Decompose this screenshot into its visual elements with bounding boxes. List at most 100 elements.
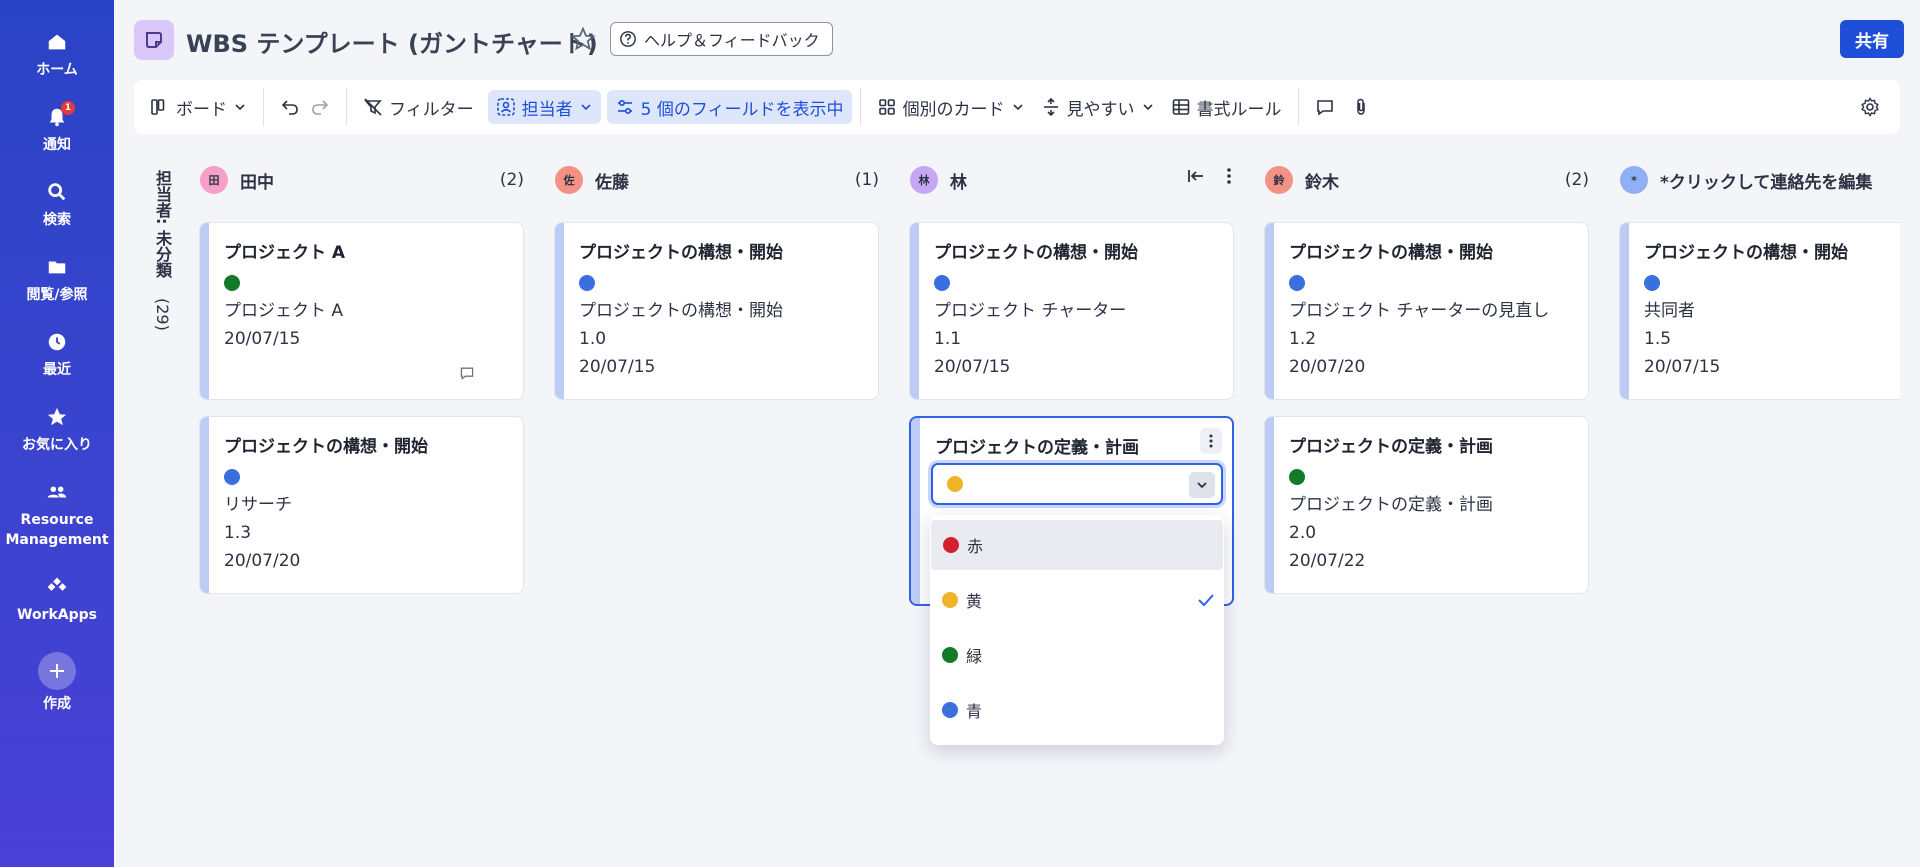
uncategorized-lane[interactable]: 担当者: 未分類 (29) — [148, 170, 174, 330]
favorite-star-button[interactable] — [568, 24, 598, 54]
card[interactable]: プロジェクト A プロジェクト A 20/07/15 — [199, 222, 524, 400]
column-header-hayashi[interactable]: 林 林 — [910, 164, 1234, 196]
status-dot[interactable] — [579, 275, 595, 291]
select-toggle-button[interactable] — [1189, 472, 1215, 498]
sheet-icon — [134, 20, 174, 60]
bell-icon: 1 — [43, 101, 75, 131]
status-dot — [942, 592, 958, 608]
uncategorized-label: 担当者: 未分類 — [153, 170, 172, 278]
board-icon — [150, 97, 170, 117]
star-icon — [43, 403, 71, 431]
card-mode-button[interactable]: 個別のカード — [869, 90, 1033, 124]
chevron-down-icon — [1195, 478, 1209, 492]
status-dot[interactable] — [1289, 275, 1305, 291]
nav-workapps-label: WorkApps — [17, 607, 97, 623]
settings-button[interactable] — [1852, 90, 1888, 124]
format-rules-button[interactable]: 書式ルール — [1163, 90, 1290, 124]
column-header-sato[interactable]: 佐 佐藤 (1) — [555, 164, 879, 196]
clock-icon — [43, 328, 71, 356]
nav-recent[interactable]: 最近 — [0, 328, 114, 380]
fields-label: 5 個のフィールドを表示中 — [640, 99, 844, 120]
share-button[interactable]: 共有 — [1840, 20, 1904, 58]
card[interactable]: プロジェクトの定義・計画 プロジェクトの定義・計画 2.0 20/07/22 — [1264, 416, 1589, 594]
toolbar-divider — [1297, 88, 1299, 126]
status-dot[interactable] — [224, 469, 240, 485]
card-date: 20/07/20 — [1289, 357, 1366, 377]
nav-notifications[interactable]: 1 通知 — [0, 101, 114, 155]
chevron-down-icon — [579, 100, 593, 114]
home-icon — [43, 28, 71, 56]
grid-icon — [877, 97, 897, 117]
card-title: プロジェクトの構想・開始 — [579, 243, 783, 263]
status-option-label: 緑 — [966, 647, 983, 666]
column-header-suzuki[interactable]: 鈴 鈴木 (2) — [1265, 164, 1589, 196]
view-switcher[interactable]: ボード — [142, 90, 255, 124]
comment-icon — [1315, 97, 1335, 117]
avatar: 鈴 — [1265, 166, 1293, 194]
status-dot[interactable] — [934, 275, 950, 291]
card-date: 20/07/15 — [1644, 357, 1721, 377]
sheet-title: WBS テンプレート (ガントチャート) — [186, 30, 598, 58]
table-format-icon — [1171, 97, 1191, 117]
nav-browse-label: 閲覧/参照 — [26, 287, 88, 303]
filter-button[interactable]: フィルター — [355, 90, 482, 124]
card-wbs-number: 2.0 — [1289, 523, 1317, 543]
toolbar: ボード フィルター 担当者 5 個のフィールドを表示中 — [134, 80, 1900, 134]
nav-resource-management[interactable]: Resource Management — [0, 478, 114, 550]
status-option-blue[interactable]: 青 — [930, 685, 1224, 735]
card[interactable]: プロジェクトの構想・開始 プロジェクトの構想・開始 1.0 20/07/15 — [554, 222, 879, 400]
column-name: 佐藤 — [595, 172, 629, 193]
column-header-edit-contact[interactable]: * *クリックして連絡先を編集 — [1620, 164, 1900, 196]
attachments-button[interactable] — [1343, 90, 1379, 124]
group-person-icon — [496, 97, 516, 117]
column-header-tanaka[interactable]: 田 田中 (2) — [200, 164, 524, 196]
nav-home[interactable]: ホーム — [0, 28, 114, 80]
view-label: ボード — [176, 99, 227, 120]
density-button[interactable]: 見やすい — [1033, 90, 1163, 124]
redo-button[interactable] — [308, 90, 338, 124]
sheet-header: WBS テンプレート (ガントチャート) ヘルプ＆フィードバック 共有 — [114, 0, 1920, 78]
selected-status-dot — [947, 476, 963, 492]
card[interactable]: プロジェクトの構想・開始 リサーチ 1.3 20/07/20 — [199, 416, 524, 594]
status-dot[interactable] — [224, 275, 240, 291]
undo-button[interactable] — [272, 90, 308, 124]
folder-icon — [43, 253, 71, 281]
card[interactable]: プロジェクトの構想・開始 プロジェクト チャーターの見直し 1.2 20/07/… — [1264, 222, 1589, 400]
toolbar-divider — [263, 88, 264, 126]
nav-notifications-label: 通知 — [43, 137, 71, 153]
check-icon — [1196, 590, 1216, 610]
card[interactable]: プロジェクトの構想・開始 共同者 1.5 20/07/15 — [1619, 222, 1900, 400]
card-more-button[interactable] — [1200, 428, 1222, 454]
nav-create[interactable]: 作成 — [0, 652, 114, 714]
status-dot[interactable] — [1644, 275, 1660, 291]
nav-workapps[interactable]: WorkApps — [0, 573, 114, 625]
nav-favorites[interactable]: お気に入り — [0, 403, 114, 455]
density-label: 見やすい — [1066, 99, 1135, 120]
status-dot[interactable] — [1289, 469, 1305, 485]
group-by-button[interactable]: 担当者 — [487, 90, 601, 124]
status-option-yellow[interactable]: 黄 — [930, 575, 1224, 625]
status-option-green[interactable]: 緑 — [930, 630, 1224, 680]
more-vertical-icon — [1208, 433, 1214, 449]
comments-button[interactable] — [1307, 90, 1343, 124]
status-option-red[interactable]: 赤 — [931, 520, 1223, 570]
question-circle-icon — [619, 30, 637, 48]
nav-browse[interactable]: 閲覧/参照 — [0, 253, 114, 305]
more-vertical-icon[interactable] — [1224, 166, 1234, 186]
redo-icon — [310, 97, 330, 117]
card-date: 20/07/15 — [934, 357, 1011, 377]
filter-label: フィルター — [389, 99, 474, 120]
column-name: 林 — [950, 172, 967, 193]
status-select[interactable] — [931, 463, 1223, 505]
card-task-name: 共同者 — [1644, 301, 1695, 321]
card-date: 20/07/20 — [224, 551, 301, 571]
card-title: プロジェクトの構想・開始 — [1289, 243, 1493, 263]
card-title: プロジェクトの定義・計画 — [935, 438, 1139, 458]
card[interactable]: プロジェクトの構想・開始 プロジェクト チャーター 1.1 20/07/15 — [909, 222, 1234, 400]
comment-icon[interactable] — [459, 365, 475, 381]
nav-search[interactable]: 検索 — [0, 178, 114, 230]
card-title: プロジェクトの定義・計画 — [1289, 437, 1493, 457]
collapse-column-icon[interactable] — [1186, 166, 1206, 186]
fields-button[interactable]: 5 個のフィールドを表示中 — [606, 90, 852, 124]
help-feedback-button[interactable]: ヘルプ＆フィードバック — [610, 22, 833, 56]
